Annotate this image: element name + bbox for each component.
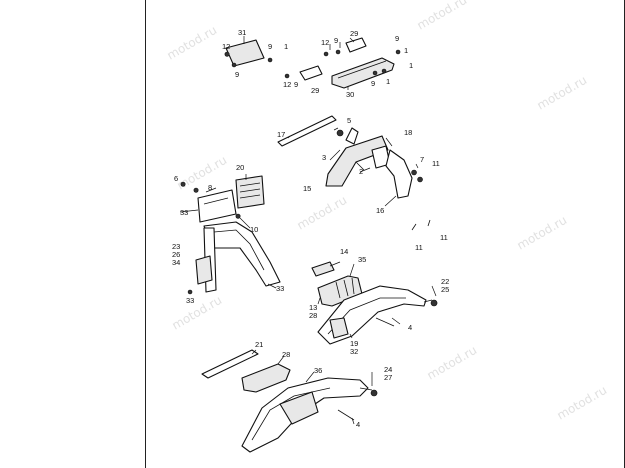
watermark: motod.ru (535, 73, 590, 113)
callout-6: 6 (174, 174, 178, 183)
callout-28: 28 (282, 350, 290, 359)
watermark: motod.ru (165, 23, 220, 63)
rail-assembly-33 (187, 221, 281, 295)
callout-1: 1 (284, 42, 288, 51)
bracket-30 (284, 37, 401, 89)
callout-15: 15 (303, 184, 311, 193)
callout-12: 12 (321, 38, 329, 47)
bracket-33-upper (180, 181, 241, 223)
callout-5: 5 (347, 116, 351, 125)
callout-4: 4 (356, 420, 360, 429)
callout-9: 9 (395, 34, 399, 43)
callout-20: 20 (236, 163, 244, 172)
callout-1: 1 (386, 77, 390, 86)
callout-24: 24 (384, 365, 392, 374)
fender-19 (317, 285, 438, 345)
plate-31 (224, 39, 273, 68)
watermark: motod.ru (415, 0, 470, 33)
callout-33: 33 (180, 208, 188, 217)
callout-9: 9 (371, 79, 375, 88)
callout-32: 32 (350, 347, 358, 356)
callout-35: 35 (358, 255, 366, 264)
callout-12: 12 (222, 42, 230, 51)
callout-2: 2 (359, 167, 363, 176)
callout-22: 22 (441, 277, 449, 286)
callout-13: 13 (309, 303, 317, 312)
callout-36: 36 (314, 366, 322, 375)
panel-20 (235, 175, 265, 209)
plate-14 (311, 261, 335, 277)
callout-12: 12 (283, 80, 291, 89)
callout-33: 33 (276, 284, 284, 293)
callout-11: 11 (440, 233, 448, 242)
watermark: motod.ru (515, 213, 570, 253)
callout-14: 14 (340, 247, 348, 256)
callout-9: 9 (235, 70, 239, 79)
callout-26: 26 (172, 250, 180, 259)
callout-9: 9 (334, 36, 338, 45)
callout-29: 29 (311, 86, 319, 95)
callout-9: 9 (268, 42, 272, 51)
callout-16: 16 (376, 206, 384, 215)
watermark: motod.ru (555, 383, 610, 423)
callout-11: 11 (432, 159, 440, 168)
callout-8: 8 (208, 183, 212, 192)
callout-9: 9 (294, 80, 298, 89)
bracket-assembly-15-18 (325, 127, 431, 231)
callout-11: 11 (415, 243, 423, 252)
strip-17 (277, 115, 337, 147)
callout-4: 4 (408, 323, 412, 332)
fender-36 (241, 377, 378, 453)
callout-18: 18 (404, 128, 412, 137)
callout-labels: 31 12 9 1 9 12 9 29 9 1 1 12 9 29 30 9 1… (172, 28, 449, 429)
callout-30: 30 (346, 90, 354, 99)
callout-31: 31 (238, 28, 246, 37)
strip-21 (201, 349, 259, 379)
callout-21: 21 (255, 340, 263, 349)
watermark: motod.ru (295, 193, 350, 233)
callout-27: 27 (384, 373, 392, 382)
callout-25: 25 (441, 285, 449, 294)
callout-3: 3 (322, 153, 326, 162)
callout-7: 7 (420, 155, 424, 164)
lens-28 (241, 363, 291, 393)
leader-lines (179, 36, 437, 425)
callout-34: 34 (172, 258, 180, 267)
callout-17: 17 (277, 130, 285, 139)
callout-23: 23 (172, 242, 180, 251)
callout-1: 1 (404, 46, 408, 55)
callout-29: 29 (350, 29, 358, 38)
callout-28: 28 (309, 311, 317, 320)
callout-10: 10 (250, 225, 258, 234)
callout-33: 33 (186, 296, 194, 305)
watermark: motod.ru (170, 293, 225, 333)
callout-19: 19 (350, 339, 358, 348)
callout-1: 1 (409, 61, 413, 70)
watermark: motod.ru (425, 343, 480, 383)
